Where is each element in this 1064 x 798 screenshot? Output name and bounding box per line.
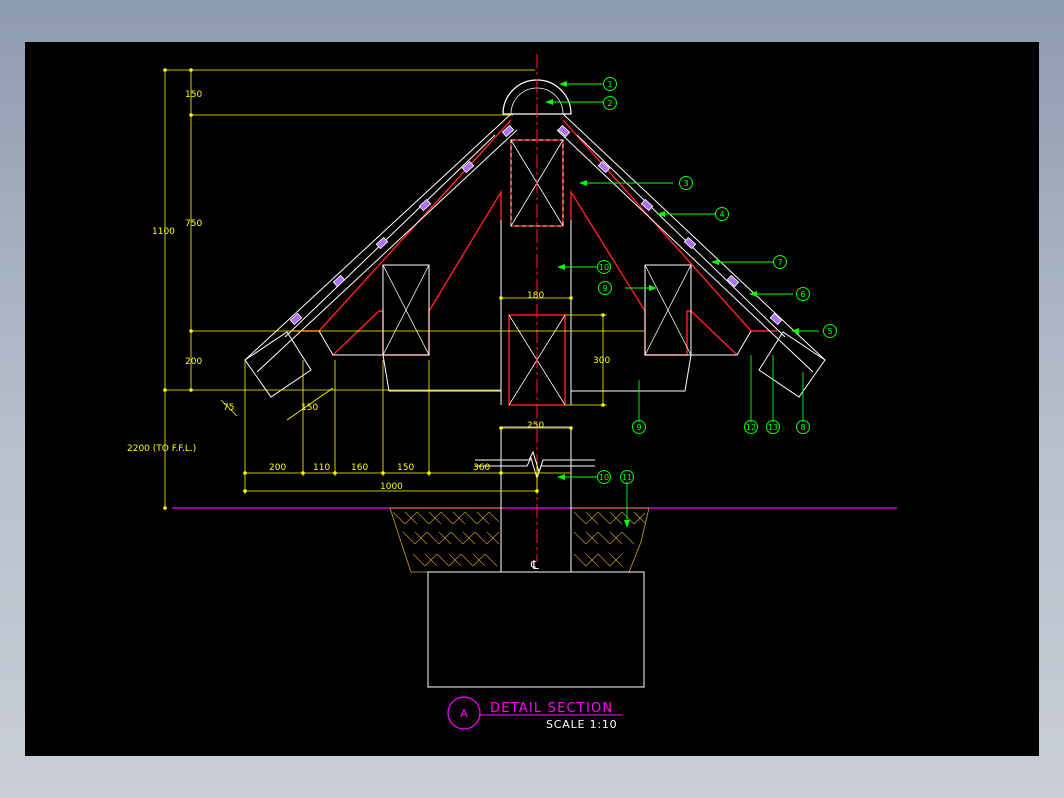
roof-section bbox=[244, 79, 826, 428]
left-gutter bbox=[382, 354, 501, 392]
callout-6: 6 bbox=[800, 290, 805, 299]
callout-9-upper: 9 bbox=[602, 284, 607, 293]
roof-slab-outline-white-r bbox=[687, 330, 752, 356]
dim-1100: 1100 bbox=[152, 227, 175, 237]
dimension-lines bbox=[164, 69, 645, 510]
ridge-cap bbox=[502, 79, 572, 115]
dimension-labels: 150 750 1100 200 2200 (TO F.F.L.) 180 30… bbox=[127, 90, 610, 492]
break-symbol bbox=[475, 450, 595, 474]
left-beam-cross-b bbox=[382, 264, 430, 356]
right-gutter bbox=[571, 354, 692, 392]
callout-1: 1 bbox=[607, 80, 612, 89]
dim-150-diagonal: 150 bbox=[301, 403, 318, 413]
dim-250: 250 bbox=[527, 421, 544, 431]
dim-180: 180 bbox=[527, 291, 544, 301]
dim-110: 110 bbox=[313, 463, 330, 473]
roof-slab-left-bottom bbox=[332, 189, 502, 356]
tile-batten-left bbox=[289, 124, 515, 326]
section-marker-circle bbox=[447, 696, 481, 730]
callout-numbers: 1 2 3 4 7 6 5 10 9 10 9 11 12 13 8 bbox=[599, 80, 833, 482]
callout-4: 4 bbox=[719, 210, 724, 219]
callout-10-lower: 10 bbox=[599, 473, 609, 482]
callout-11: 11 bbox=[622, 473, 632, 482]
roof-slab-right-bottom bbox=[570, 189, 738, 356]
callout-10-upper: 10 bbox=[599, 263, 609, 272]
title-block: A DETAIL SECTION SCALE 1:10 bbox=[447, 696, 623, 731]
break-symbol-2 bbox=[475, 456, 595, 480]
callout-13: 13 bbox=[768, 423, 778, 432]
roof-tiles-right bbox=[556, 113, 826, 373]
cad-drawing: ℄ 150 750 1100 bbox=[127, 54, 897, 731]
callout-7: 7 bbox=[777, 258, 782, 267]
callout-5: 5 bbox=[827, 327, 832, 336]
callout-bubbles bbox=[597, 77, 837, 484]
roof-tiles-left bbox=[244, 113, 518, 373]
callout-2: 2 bbox=[607, 99, 612, 108]
section-title: DETAIL SECTION bbox=[490, 701, 613, 716]
callouts bbox=[547, 83, 819, 526]
dim-300: 300 bbox=[593, 356, 610, 366]
dim-360: 360 bbox=[473, 463, 490, 473]
section-scale: SCALE 1:10 bbox=[546, 718, 617, 731]
dim-200-vertical: 200 bbox=[185, 357, 202, 367]
dimension-ticks bbox=[163, 68, 605, 510]
callout-arrows bbox=[545, 81, 799, 528]
callout-8: 8 bbox=[800, 423, 805, 432]
dim-2200-ffl: 2200 (TO F.F.L.) bbox=[127, 444, 196, 454]
tile-batten-right bbox=[557, 124, 783, 326]
foundation bbox=[389, 427, 650, 688]
roof-slab-outline-white bbox=[318, 330, 383, 356]
right-beam-cross-b bbox=[644, 264, 692, 356]
left-fascia bbox=[244, 331, 312, 398]
callout-9-lower: 9 bbox=[636, 423, 641, 432]
dim-200-horizontal: 200 bbox=[269, 463, 286, 473]
dim-150-horizontal: 150 bbox=[397, 463, 414, 473]
dim-1000: 1000 bbox=[380, 482, 403, 492]
drawing-canvas: ℄ 150 750 1100 bbox=[25, 42, 1039, 756]
callout-3: 3 bbox=[683, 179, 688, 188]
soil-hatch-pattern-right bbox=[573, 511, 646, 567]
section-marker-id: A bbox=[460, 707, 468, 720]
dim-750: 750 bbox=[185, 219, 202, 229]
dim-75: 75 bbox=[223, 403, 234, 413]
dim-160: 160 bbox=[351, 463, 368, 473]
left-beam bbox=[382, 264, 430, 356]
footing bbox=[427, 571, 645, 688]
dim-150-top: 150 bbox=[185, 90, 202, 100]
centerline-mark: ℄ bbox=[530, 558, 539, 572]
callout-12: 12 bbox=[746, 423, 756, 432]
soil-hatch-pattern-left bbox=[392, 511, 500, 567]
right-fascia bbox=[758, 331, 826, 398]
ridge-beam-dashed bbox=[510, 139, 564, 227]
right-beam bbox=[644, 264, 692, 356]
